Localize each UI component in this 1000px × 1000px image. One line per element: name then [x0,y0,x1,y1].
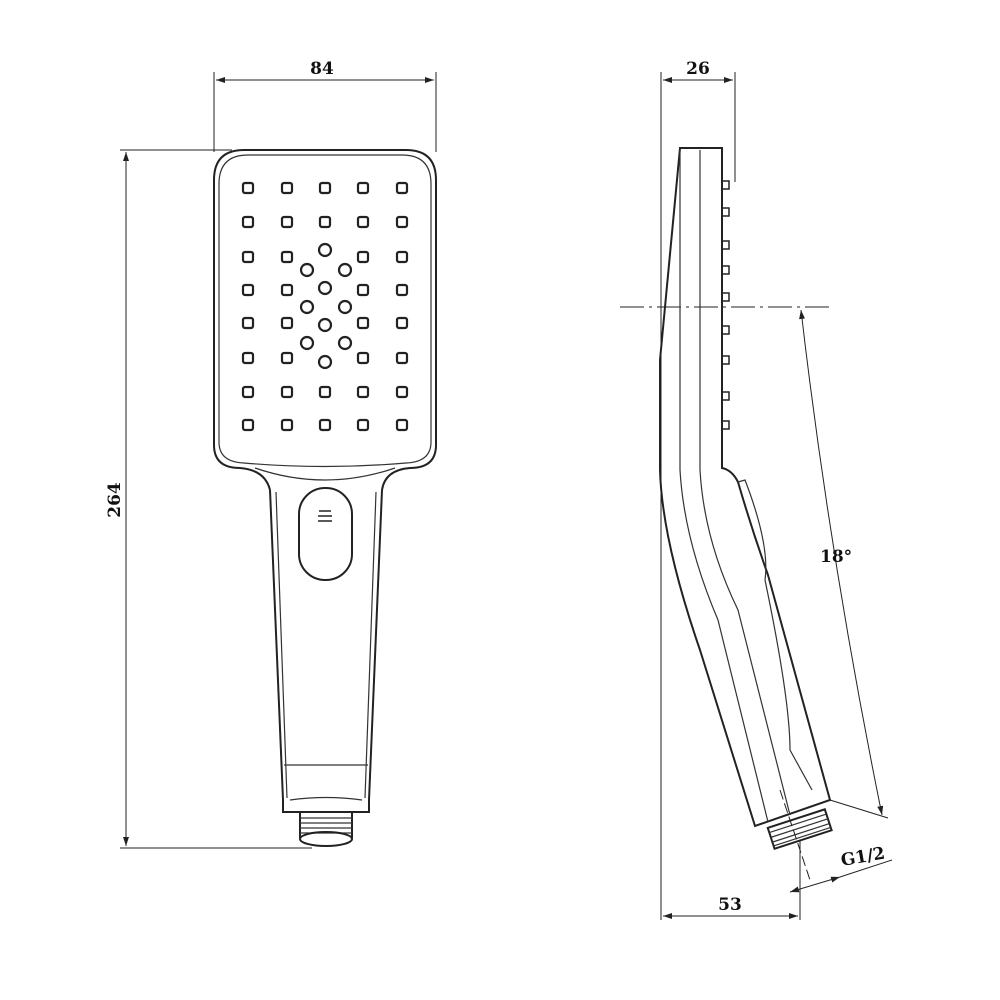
three-lines-icon [318,510,332,522]
handle-outline [269,489,383,801]
square-nozzle [241,181,255,195]
side-nozzle [721,420,730,430]
square-nozzle [241,385,255,399]
square-nozzle [356,181,370,195]
side-nozzle [721,391,730,401]
square-nozzle [241,283,255,297]
side-nozzle [721,355,730,365]
spray-switch-button[interactable] [298,487,353,581]
side-nozzle [721,325,730,335]
nozzle-grid [241,181,409,432]
square-nozzle [395,316,409,330]
thread-dimension: G1/2 [789,844,893,893]
round-nozzle [337,335,353,351]
square-nozzle [356,351,370,365]
side-view: 26 18° G1/2 53 [620,59,893,920]
square-nozzle [241,351,255,365]
thread-label: G1/2 [839,844,886,871]
round-nozzle [337,299,353,315]
side-thread [766,808,833,851]
square-nozzle [280,215,294,229]
square-nozzle [395,385,409,399]
angle-dimension: 18° [799,309,889,819]
side-nozzle [721,180,730,190]
width-dimension: 84 [213,59,437,152]
round-nozzle [299,299,315,315]
square-nozzle [280,181,294,195]
square-nozzle [241,250,255,264]
round-nozzle [317,242,333,258]
side-nozzle [721,292,730,302]
side-nozzles [721,180,730,430]
height-dimension: 264 [105,149,312,849]
depth-label: 26 [686,59,710,79]
square-nozzle [395,351,409,365]
square-nozzle [280,418,294,432]
square-nozzle [318,385,332,399]
offset-label: 53 [718,895,742,915]
offset-dimension: 53 [663,840,801,920]
square-nozzle [356,215,370,229]
round-nozzle [317,317,333,333]
round-nozzle [317,280,333,296]
square-nozzle [395,418,409,432]
square-nozzle [280,351,294,365]
square-nozzle [395,181,409,195]
square-nozzle [241,215,255,229]
round-nozzle [299,262,315,278]
square-nozzle [241,418,255,432]
side-nozzle [721,240,730,250]
side-body-outline [659,147,832,828]
square-nozzle [395,283,409,297]
side-nozzle [721,207,730,217]
shower-head-outline [213,149,437,491]
square-nozzle [241,316,255,330]
round-nozzle [317,354,333,370]
angle-label: 18° [820,547,852,567]
side-nozzle [721,265,730,275]
square-nozzle [318,418,332,432]
square-nozzle [356,316,370,330]
height-label: 264 [105,482,125,518]
square-nozzle [356,283,370,297]
front-view: 84 264 [105,59,437,849]
square-nozzle [280,250,294,264]
square-nozzle [356,385,370,399]
depth-dimension: 26 [660,59,736,920]
square-nozzle [356,250,370,264]
width-label: 84 [310,59,334,79]
square-nozzle [318,215,332,229]
square-nozzle [395,215,409,229]
round-nozzle [299,335,315,351]
threaded-connector [299,812,353,847]
square-nozzle [356,418,370,432]
round-nozzle [337,262,353,278]
square-nozzle [280,316,294,330]
square-nozzle [280,385,294,399]
square-nozzle [280,283,294,297]
square-nozzle [318,181,332,195]
square-nozzle [395,250,409,264]
